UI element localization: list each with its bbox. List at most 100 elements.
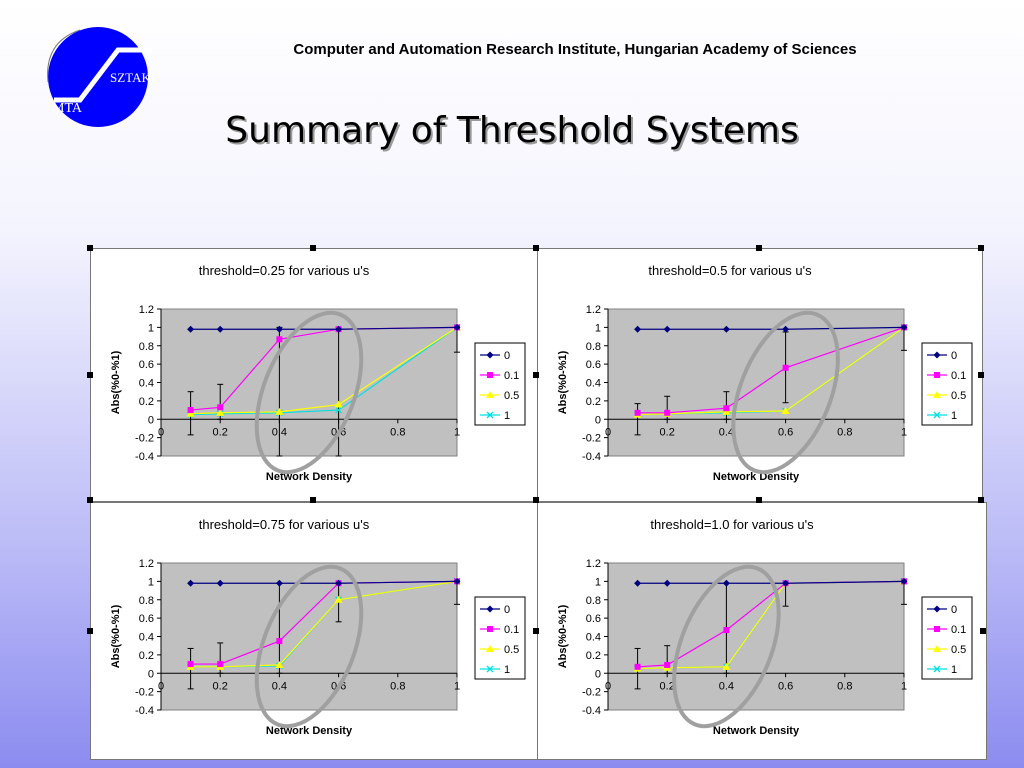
y-tick-label: 0.2 <box>139 650 154 662</box>
chart-threshold-10: threshold=1.0 for various u's-0.4-0.200.… <box>557 517 973 737</box>
y-tick-label: 0.6 <box>139 359 154 371</box>
mta-sztaki-logo: MTA SZTAKI <box>47 27 155 127</box>
y-tick-label: 1 <box>595 322 601 334</box>
legend-marker <box>486 645 494 652</box>
x-tick-label: 0 <box>605 426 611 438</box>
chart-title: threshold=0.75 for various u's <box>199 517 370 532</box>
data-point-0.5 <box>722 407 731 415</box>
y-tick-label: 0.8 <box>586 341 601 353</box>
data-point-0.1 <box>723 627 730 634</box>
data-point-0.1 <box>723 405 730 412</box>
legend-label: 0.5 <box>504 644 519 656</box>
legend-box <box>921 596 973 680</box>
data-point-0.1 <box>664 409 671 416</box>
selection-handle[interactable] <box>980 628 986 634</box>
selection-handle[interactable] <box>978 372 984 378</box>
y-tick-label: -0.2 <box>582 433 601 445</box>
data-point-0.5 <box>186 409 195 417</box>
logo-stroke <box>54 47 152 103</box>
y-tick-label: 0.4 <box>139 378 154 390</box>
legend-marker <box>933 645 941 652</box>
data-point-0 <box>275 325 283 333</box>
chart-title: threshold=0.25 for various u's <box>199 263 370 278</box>
legend-label: 0.1 <box>504 624 519 636</box>
legend-label: 0 <box>504 604 510 616</box>
selection-handle[interactable] <box>87 628 93 634</box>
selection-handle[interactable] <box>756 497 762 503</box>
plot-area <box>160 562 458 711</box>
data-point-0 <box>187 325 195 333</box>
chart-threshold-075: threshold=0.75 for various u's-0.4-0.200… <box>110 517 526 737</box>
y-tick-label: -0.4 <box>135 451 154 463</box>
x-tick-label: 0.8 <box>390 426 405 438</box>
x-tick-label: 0 <box>605 680 611 692</box>
y-tick-label: 0.6 <box>139 613 154 625</box>
legend-label: 1 <box>951 664 957 676</box>
data-point-0.5 <box>216 408 225 416</box>
data-point-0 <box>634 325 642 333</box>
selection-handle[interactable] <box>756 245 762 251</box>
x-tick-label: 0 <box>158 426 164 438</box>
selection-handle[interactable] <box>87 245 93 251</box>
y-tick-label: 0.8 <box>139 341 154 353</box>
logo-stroke-outline <box>47 29 81 83</box>
legend-marker <box>933 411 941 419</box>
legend-label: 0.1 <box>951 370 966 382</box>
plot-area <box>607 308 905 457</box>
legend-label: 1 <box>504 664 510 676</box>
selection-handle[interactable] <box>533 628 539 634</box>
y-tick-label: 1.2 <box>586 304 601 316</box>
y-tick-label: 0 <box>595 414 601 426</box>
legend-label: 0 <box>951 604 957 616</box>
data-point-0.1 <box>217 661 224 668</box>
legend-label: 0.1 <box>504 370 519 382</box>
data-point-0 <box>187 579 195 587</box>
selection-handle[interactable] <box>310 245 316 251</box>
y-tick-label: 1 <box>595 576 601 588</box>
x-tick-label: 1 <box>454 426 460 438</box>
selection-handle[interactable] <box>533 372 539 378</box>
y-tick-label: 1.2 <box>139 304 154 316</box>
highlight-ellipse <box>672 564 781 729</box>
highlight-ellipse <box>254 310 364 475</box>
y-tick-label: 0.2 <box>139 396 154 408</box>
data-point-0 <box>453 323 461 331</box>
y-tick-label: 0.4 <box>139 632 154 644</box>
selection-handle[interactable] <box>533 245 539 251</box>
selection-handle[interactable] <box>533 497 539 503</box>
x-tick-label: 0.8 <box>390 680 405 692</box>
data-point-0 <box>663 325 671 333</box>
selection-handle[interactable] <box>978 497 984 503</box>
x-tick-label: 0.8 <box>837 426 852 438</box>
x-tick-label: 0.6 <box>778 680 793 692</box>
legend-label: 0 <box>951 350 957 362</box>
data-point-0.1 <box>187 407 194 414</box>
logo-text-mta: MTA <box>52 101 83 116</box>
legend-label: 1 <box>504 410 510 422</box>
legend-label: 1 <box>951 410 957 422</box>
y-tick-label: 0.4 <box>586 632 601 644</box>
data-point-0 <box>216 579 224 587</box>
legend-marker <box>486 351 494 359</box>
data-point-0 <box>782 325 790 333</box>
chart-title: threshold=0.5 for various u's <box>648 263 812 278</box>
logo-text-sztaki: SZTAKI <box>110 70 155 85</box>
selection-handle[interactable] <box>87 372 93 378</box>
data-point-0 <box>634 579 642 587</box>
legend-marker <box>933 391 941 398</box>
y-tick-label: -0.2 <box>582 687 601 699</box>
legend-label: 0.1 <box>951 624 966 636</box>
selection-handle[interactable] <box>310 497 316 503</box>
selection-handle[interactable] <box>87 497 93 503</box>
chart-title: threshold=1.0 for various u's <box>650 517 814 532</box>
selection-handle[interactable] <box>978 245 984 251</box>
data-point-0.1 <box>634 663 641 670</box>
data-point-0.1 <box>276 336 283 343</box>
y-tick-label: 0 <box>148 668 154 680</box>
legend-label: 0.5 <box>951 644 966 656</box>
y-tick-label: 1.2 <box>139 558 154 570</box>
